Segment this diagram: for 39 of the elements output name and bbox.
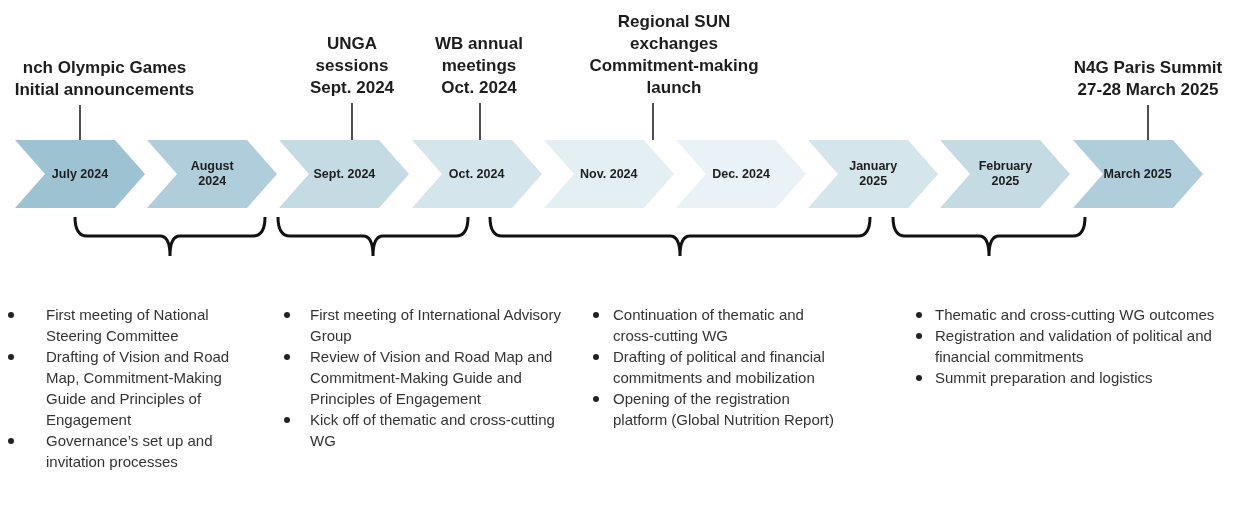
month-segment bbox=[1072, 140, 1203, 208]
bullet-text: Summit preparation and logistics bbox=[935, 368, 1154, 388]
bullet-text: Opening of the registration platform (Global Nutrition Report) bbox=[613, 389, 835, 430]
tick-line bbox=[652, 102, 654, 141]
month-segment bbox=[808, 140, 939, 208]
tick-line bbox=[79, 104, 81, 141]
month-segment bbox=[940, 140, 1071, 208]
tick-line bbox=[1147, 104, 1149, 141]
month-segment bbox=[15, 140, 145, 208]
month-segment bbox=[147, 140, 278, 208]
bullet-text: Registration and validation of political and financial commitments bbox=[935, 326, 1213, 367]
month-label: Oct. 2024 bbox=[447, 166, 506, 182]
month-label: Dec. 2024 bbox=[711, 166, 771, 182]
month-segment bbox=[279, 140, 410, 208]
month-label: January 2025 bbox=[848, 159, 899, 189]
milestone-label: nch Olympic Games Initial announcements bbox=[2, 57, 207, 101]
month-segment bbox=[543, 140, 674, 208]
month-label: February 2025 bbox=[977, 159, 1034, 189]
month-label: Sept. 2024 bbox=[312, 166, 377, 182]
bullet-text: First meeting of International Advisory Group bbox=[310, 305, 562, 346]
month-label: August 2024 bbox=[189, 159, 235, 189]
bullet-text: Thematic and cross-cutting WG outcomes bbox=[935, 305, 1216, 325]
bullet-text: Continuation of thematic and cross-cutting WG bbox=[613, 305, 805, 346]
milestone-label: N4G Paris Summit 27-28 March 2025 bbox=[1068, 57, 1228, 101]
milestone-label: WB annual meetings Oct. 2024 bbox=[425, 33, 533, 99]
bullet-text: Review of Vision and Road Map and Commitment-Making Guide and Principles of Engagement bbox=[310, 347, 554, 409]
tick-line bbox=[351, 102, 353, 141]
month-label: Nov. 2024 bbox=[579, 166, 639, 182]
milestone-label: UNGA sessions Sept. 2024 bbox=[306, 33, 398, 99]
bullet-text: First meeting of National Steering Committee bbox=[46, 305, 210, 346]
bullet-text: Governance’s set up and invitation processes bbox=[46, 431, 214, 472]
month-label: March 2025 bbox=[1102, 166, 1173, 182]
bullet-text: Kick off of thematic and cross-cutting WG bbox=[310, 410, 556, 451]
milestone-label: Regional SUN exchanges Commitment-making launch bbox=[576, 11, 772, 99]
month-segment bbox=[411, 140, 542, 208]
tick-line bbox=[479, 102, 481, 141]
bullet-text: Drafting of Vision and Road Map, Commitment-Making Guide and Principles of Engagement bbox=[46, 347, 231, 430]
bullet-text: Drafting of political and financial commitments and mobilization bbox=[613, 347, 826, 388]
month-label: July 2024 bbox=[50, 166, 110, 182]
